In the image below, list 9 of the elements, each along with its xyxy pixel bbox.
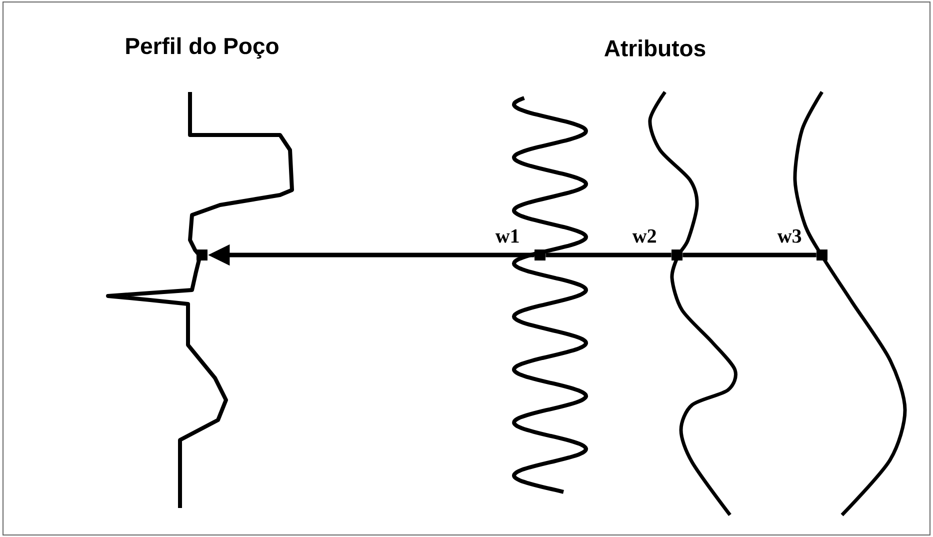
point-label: w2 — [632, 229, 656, 243]
point-label: w3 — [777, 229, 802, 243]
point-marker — [196, 250, 208, 260]
point-marker — [816, 250, 828, 260]
column-heading: Perfil do Poço — [126, 37, 278, 59]
point-label: w1 — [495, 229, 519, 243]
point-marker — [534, 250, 546, 260]
column-heading: Atributos — [604, 40, 706, 56]
point-marker — [672, 250, 682, 260]
